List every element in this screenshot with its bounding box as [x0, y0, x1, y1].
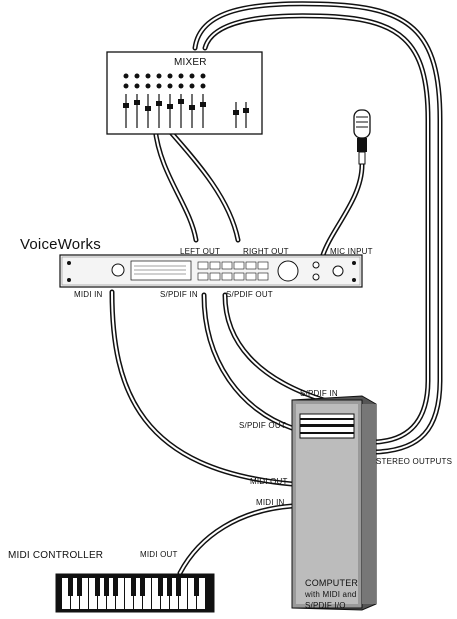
- stereo-outputs-label: STEREO OUTPUTS: [376, 457, 453, 466]
- midi-controller-port-label: MIDI OUT: [140, 550, 178, 559]
- voiceworks-title: VoiceWorks: [20, 236, 101, 253]
- cable-mic: [319, 162, 365, 261]
- computer-caption-line2: with MIDI and: [305, 590, 357, 599]
- spdif-out-label-computer: S/PDIF OUT: [239, 421, 286, 430]
- cable-spdif-to-voiceworks: [201, 292, 295, 431]
- mixer-fader-caps: [123, 99, 249, 115]
- microphone: [353, 109, 371, 165]
- cable-midi-controller: [177, 503, 295, 576]
- spdif-in-label-voiceworks: S/PDIF IN: [160, 290, 198, 299]
- midi-controller-label: MIDI CONTROLLER: [8, 550, 104, 561]
- cable-spdif-to-computer: [222, 292, 333, 405]
- cable-stereo-outputs: [192, 1, 443, 455]
- spdif-out-label-voiceworks: S/PDIF OUT: [226, 290, 273, 299]
- voiceworks-unit: [59, 254, 363, 288]
- spdif-in-label-computer: S/PDIF IN: [300, 389, 338, 398]
- right-out-label: RIGHT OUT: [243, 247, 289, 256]
- midi-in-label-computer: MIDI IN: [256, 498, 285, 507]
- midi-controller: [55, 573, 215, 613]
- midi-in-label-voiceworks: MIDI IN: [74, 290, 103, 299]
- mixer-label: MIXER: [174, 57, 207, 68]
- mixer-knobs: [123, 73, 206, 89]
- cable-left-out: [152, 125, 199, 243]
- left-out-label: LEFT OUT: [180, 247, 221, 256]
- cables: [109, 1, 443, 576]
- mic-input-label: MIC INPUT: [330, 247, 373, 256]
- cable-right-out: [164, 125, 241, 243]
- midi-out-label-computer: MIDI OUT: [250, 477, 288, 486]
- white-keys: [62, 578, 205, 609]
- black-keys: [68, 578, 199, 596]
- cable-midi-to-voiceworks: [109, 289, 295, 487]
- mixer: [106, 51, 263, 135]
- computer-caption-line1: COMPUTER: [305, 578, 359, 588]
- computer-caption-line3: S/PDIF I/O: [305, 601, 346, 610]
- computer-tower: [291, 395, 377, 611]
